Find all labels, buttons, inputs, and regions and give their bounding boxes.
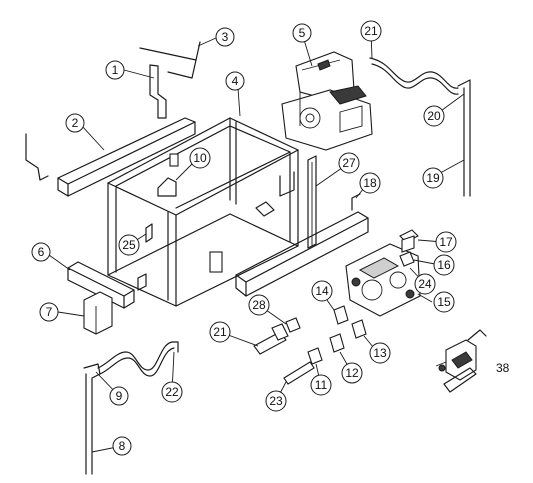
callout-14: 14 [311,280,333,302]
part-38-label: 38 [496,361,510,375]
part-28-fitting [285,317,301,333]
callout-2: 2 [65,113,85,133]
callout-20: 20 [423,105,445,127]
svg-text:11: 11 [315,378,328,392]
part-4-frame [107,117,299,307]
svg-text:19: 19 [426,171,440,185]
part-17-fitting [399,229,419,253]
callout-5: 5 [292,23,312,43]
svg-text:5: 5 [299,26,306,40]
part-11-fitting [307,347,323,365]
part-14-fitting [333,305,349,325]
svg-text:15: 15 [437,295,451,309]
svg-text:16: 16 [437,258,451,272]
part-5-engine [281,51,373,151]
svg-text:3: 3 [222,30,229,44]
svg-text:7: 7 [46,305,53,319]
svg-text:28: 28 [252,298,266,312]
svg-text:6: 6 [38,245,45,259]
svg-text:20: 20 [427,109,441,123]
part-21-hose-top [369,57,459,95]
part-15-pump [345,243,421,317]
callout-6: 6 [31,242,51,262]
part-18-skid-rail [235,193,369,297]
part-16-fitting [399,251,415,267]
part-27-post [307,155,317,249]
part-21-hose-lower [253,323,289,355]
svg-text:10: 10 [193,151,207,165]
svg-text:14: 14 [315,284,329,298]
callout-12: 12 [341,362,363,384]
svg-text:21: 21 [364,24,378,38]
part-12-fitting [329,333,345,353]
callout-3: 3 [215,27,235,47]
callout-8: 8 [112,436,132,456]
callout-4: 4 [225,71,245,91]
callout-21-top: 21 [360,20,382,42]
svg-text:4: 4 [232,74,239,88]
callout-9: 9 [109,386,129,406]
callout-15: 15 [433,291,455,313]
callout-28: 28 [248,294,270,316]
callout-21-lower: 21 [209,321,231,343]
part-7-bracket [83,291,113,335]
callout-23: 23 [265,390,287,412]
part-38-gun [435,329,487,393]
part-2-skid-rail [25,117,196,197]
callout-11: 11 [310,374,332,396]
svg-text:9: 9 [116,389,123,403]
svg-text:23: 23 [269,394,283,408]
svg-text:1: 1 [112,63,119,77]
svg-text:25: 25 [122,238,136,252]
callout-24: 24 [414,273,436,295]
callout-25: 25 [118,234,140,256]
part-1-bracket [149,64,167,119]
part-9-8-wand [83,363,101,475]
callout-16: 16 [433,254,455,276]
svg-text:8: 8 [119,439,126,453]
callout-18: 18 [359,172,381,194]
svg-text:27: 27 [342,156,356,170]
svg-text:22: 22 [165,385,179,399]
part-22-hose [97,341,179,377]
svg-text:13: 13 [373,346,387,360]
callout-22: 22 [161,381,183,403]
svg-text:2: 2 [72,116,79,130]
svg-text:12: 12 [345,366,359,380]
callout-19: 19 [422,167,444,189]
part-20-19-wand [457,79,471,197]
callout-17: 17 [435,231,457,253]
part-3-bracket [139,41,201,79]
svg-text:18: 18 [363,176,377,190]
svg-text:24: 24 [418,277,432,291]
part-13-fitting [351,319,367,339]
svg-text:17: 17 [439,235,453,249]
callout-1: 1 [105,60,125,80]
callout-7: 7 [39,302,59,322]
svg-text:21: 21 [213,325,227,339]
part-23-hose [283,361,315,385]
callout-27: 27 [338,152,360,174]
callout-13: 13 [369,342,391,364]
callout-10: 10 [189,147,211,169]
